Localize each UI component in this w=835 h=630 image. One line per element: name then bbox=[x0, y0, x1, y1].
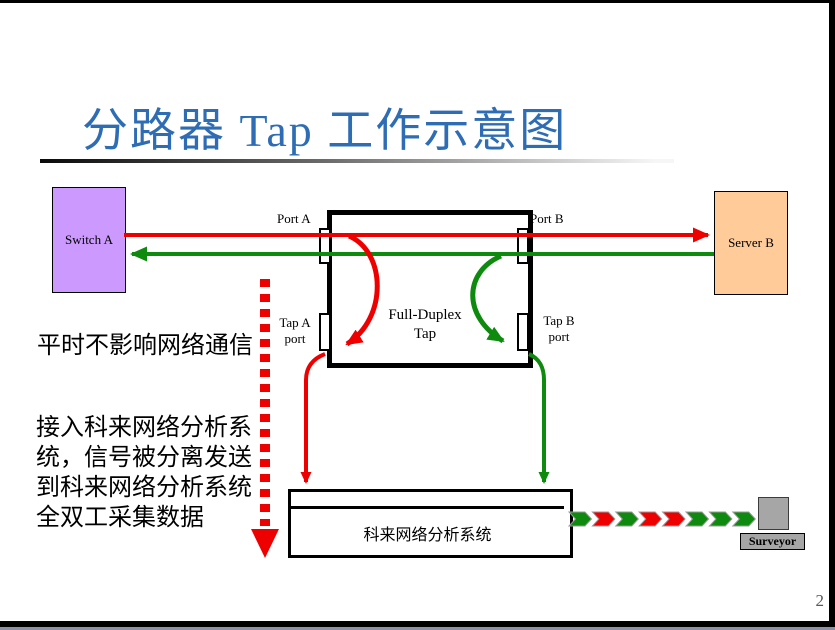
slide-border-right bbox=[829, 0, 835, 630]
packet-stream bbox=[567, 511, 756, 527]
note-full-duplex-capture: 全双工采集数据 bbox=[36, 505, 204, 531]
port-a-rect bbox=[319, 228, 331, 264]
packet-chevron bbox=[731, 511, 756, 527]
red-tap-output-arrow bbox=[300, 352, 326, 484]
tap-a-port-label: Tap A port bbox=[270, 315, 320, 347]
page-number: 2 bbox=[815, 591, 825, 610]
port-b-rect bbox=[517, 228, 529, 264]
tap-a-port-label-line1: Tap A bbox=[279, 315, 311, 330]
note-normal-operation: 平时不影响网络通信 bbox=[37, 333, 253, 359]
surveyor-label-plate: Surveyor bbox=[740, 533, 805, 550]
slide-border-bottom bbox=[0, 621, 835, 627]
note-tap-function-line3: 到科来网络分析系统 bbox=[36, 475, 252, 501]
tap-b-port-rect bbox=[517, 313, 529, 351]
port-b-label: Port B bbox=[530, 211, 564, 226]
slide-border-top bbox=[0, 0, 835, 3]
analyzer-divider bbox=[291, 506, 564, 509]
port-a-label: Port A bbox=[277, 211, 311, 226]
tap-b-port-label-line2: port bbox=[548, 329, 570, 344]
packet-chevron bbox=[591, 511, 616, 527]
switch-a-box: Switch A bbox=[52, 187, 126, 293]
tap-b-port-label-line1: Tap B bbox=[543, 313, 575, 328]
green-tap-output-arrow bbox=[528, 352, 550, 484]
tap-box bbox=[327, 210, 533, 368]
tap-b-port-label: Tap B port bbox=[534, 313, 584, 345]
packet-chevron bbox=[708, 511, 733, 527]
analyzer-box bbox=[288, 489, 573, 558]
tap-label-line1: Full-Duplex bbox=[388, 307, 462, 323]
server-b-label: Server B bbox=[728, 235, 774, 250]
tap-label: Full-Duplex Tap bbox=[327, 306, 523, 344]
page-title: 分路器 Tap 工作示意图 bbox=[82, 105, 568, 156]
tap-a-port-label-line2: port bbox=[284, 331, 306, 346]
packet-chevron bbox=[614, 511, 639, 527]
title-divider bbox=[40, 159, 674, 163]
surveyor-monitor-icon bbox=[758, 497, 789, 530]
note-tap-function-line2: 统，信号被分离发送 bbox=[36, 445, 252, 471]
surveyor-label: Surveyor bbox=[748, 534, 797, 548]
packet-chevron bbox=[638, 511, 663, 527]
switch-a-label: Switch A bbox=[64, 232, 114, 247]
server-b-box: Server B bbox=[714, 191, 788, 295]
footer-strip bbox=[0, 627, 835, 630]
red-dashed-arrowhead bbox=[251, 529, 279, 558]
note-tap-function-line1: 接入科来网络分析系 bbox=[36, 415, 252, 441]
analyzer-label: 科来网络分析系统 bbox=[363, 527, 492, 544]
tap-a-port-rect bbox=[319, 313, 331, 351]
packet-chevron bbox=[661, 511, 686, 527]
note-tap-function: 接入科来网络分析系 统，信号被分离发送 到科来网络分析系统 bbox=[36, 413, 252, 503]
tap-label-line2: Tap bbox=[413, 326, 437, 342]
packet-chevron bbox=[684, 511, 710, 527]
